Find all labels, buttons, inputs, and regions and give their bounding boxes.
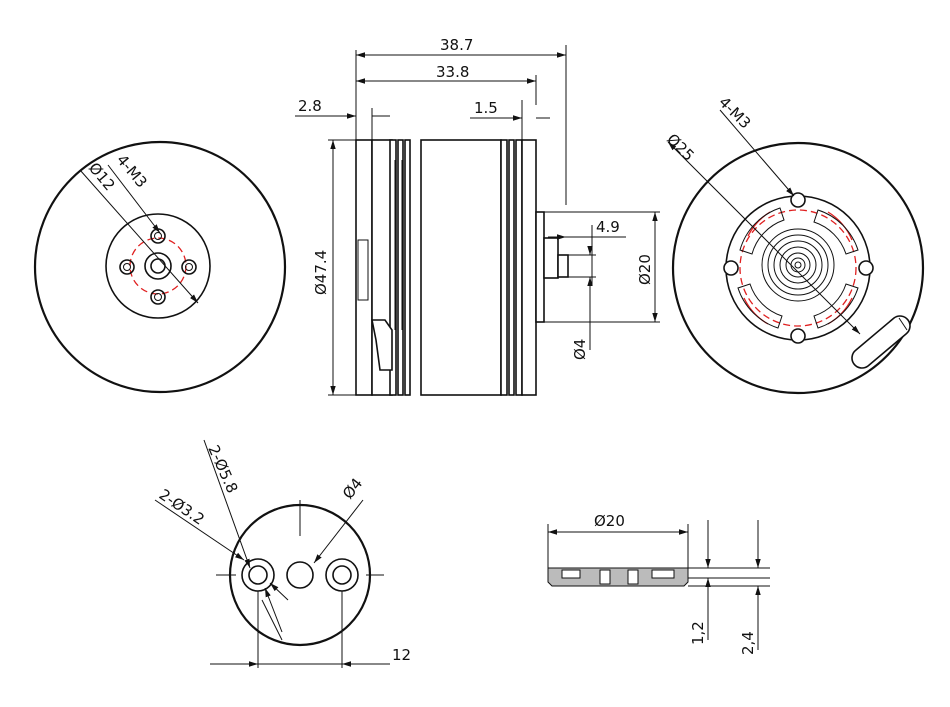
dia-hub-label: Ø20 xyxy=(636,254,654,285)
front-outer-circle xyxy=(33,140,287,394)
adapter-center-hole xyxy=(286,561,314,589)
hub-boss xyxy=(535,211,545,323)
len-body-label: 33.8 xyxy=(436,63,469,81)
front-holes-label: 4-M3 xyxy=(113,151,151,191)
right-fins xyxy=(500,139,537,396)
rim-label: 1.5 xyxy=(474,99,498,117)
dia-shaft-label: Ø4 xyxy=(571,339,589,360)
adapter-big-holes-label: 2-Ø5.8 xyxy=(204,442,241,496)
plate-view: Ø20 1,2 2,4 xyxy=(547,512,770,655)
plate-dia-label: Ø20 xyxy=(594,512,625,530)
front-pcd-circle xyxy=(129,237,187,295)
front-shaft-hole xyxy=(150,258,166,274)
adapter-left-hole-outer xyxy=(241,558,275,592)
adapter-spacing-label: 12 xyxy=(392,646,411,664)
plate-thick-2-label: 2,4 xyxy=(739,631,757,655)
adapter-right-hole-inner xyxy=(332,565,352,585)
shaft-len-label: 4.9 xyxy=(596,218,620,236)
adapter-right-hole-outer xyxy=(325,558,359,592)
plate-thick-1-label: 1,2 xyxy=(689,621,707,645)
left-fins xyxy=(371,139,411,396)
adapter-small-holes-label: 2-Ø3.2 xyxy=(156,485,208,528)
side-view: 38.7 33.8 2.8 1.5 xyxy=(295,36,660,396)
front-hub-circle xyxy=(105,213,211,319)
shaft xyxy=(557,254,569,278)
front-view: Ø12 4-M3 xyxy=(33,140,287,394)
motor-body xyxy=(420,139,502,396)
shaft-collar xyxy=(543,237,559,279)
front-center-boss xyxy=(144,252,172,280)
cable-slot xyxy=(851,315,911,369)
adapter-center-label: Ø4 xyxy=(339,475,366,503)
rear-view: Ø25 4-M3 xyxy=(663,93,925,395)
flange-label: 2.8 xyxy=(298,97,322,115)
front-mount-holes xyxy=(119,228,197,305)
rear-pcd-label: Ø25 xyxy=(663,130,698,165)
rear-center-rings xyxy=(761,228,835,302)
adapter-view: 2-Ø5.8 2-Ø3.2 Ø4 12 xyxy=(154,439,411,668)
len-total-label: 38.7 xyxy=(440,36,473,54)
dia-body-label: Ø47.4 xyxy=(312,250,330,295)
adapter-left-hole-inner xyxy=(248,565,268,585)
